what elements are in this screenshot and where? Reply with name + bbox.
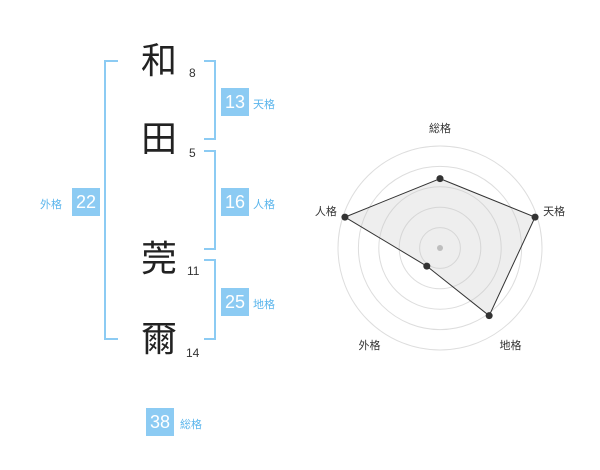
- surname-char-1: 和: [141, 41, 178, 82]
- radar-axis-label-4: 外格: [358, 338, 380, 352]
- radar-ring: [337, 145, 543, 351]
- radar-point-1: [436, 175, 444, 183]
- surname-char-2: 田: [141, 119, 178, 160]
- radar-point-4: [423, 262, 431, 270]
- radar-ring: [419, 227, 461, 269]
- soukaku-label: 総格: [180, 418, 202, 431]
- stroke-count-2: 5: [189, 146, 196, 160]
- radar-point-5: [341, 213, 349, 221]
- stroke-count-1: 8: [189, 66, 196, 80]
- radar-series-polygon: [343, 178, 536, 317]
- radar-axis-label-5: 人格: [315, 204, 337, 218]
- tenkaku-value-badge: 13: [221, 88, 249, 116]
- radar-center-dot: [437, 245, 443, 251]
- radar-ring: [357, 165, 523, 331]
- jinkaku-value-badge: 16: [221, 188, 249, 216]
- gaikaku-value-badge: 22: [72, 188, 100, 216]
- chikaku-value-badge: 25: [221, 288, 249, 316]
- stroke-count-3: 11: [187, 264, 200, 278]
- radar-axis-label-1: 総格: [429, 121, 451, 135]
- chikaku-label: 地格: [253, 298, 275, 311]
- tenkaku-bracket: [204, 60, 216, 140]
- tenkaku-label: 天格: [253, 98, 275, 111]
- gaikaku-bracket: [104, 60, 118, 340]
- radar-point-3: [485, 312, 493, 320]
- given-char-2: 爾: [141, 319, 178, 360]
- radar-point-2: [531, 213, 539, 221]
- radar-axis-label-3: 地格: [500, 338, 522, 352]
- radar-ring: [378, 186, 502, 310]
- radar-axis-label-2: 天格: [543, 204, 565, 218]
- jinkaku-label: 人格: [253, 198, 275, 211]
- radar-ring: [398, 206, 482, 290]
- stroke-count-4: 14: [186, 346, 200, 360]
- chikaku-bracket: [204, 259, 216, 340]
- given-char-1: 莞: [141, 239, 178, 280]
- jinkaku-bracket: [204, 150, 216, 250]
- gaikaku-label: 外格: [40, 198, 62, 211]
- soukaku-value-badge: 38: [146, 408, 174, 436]
